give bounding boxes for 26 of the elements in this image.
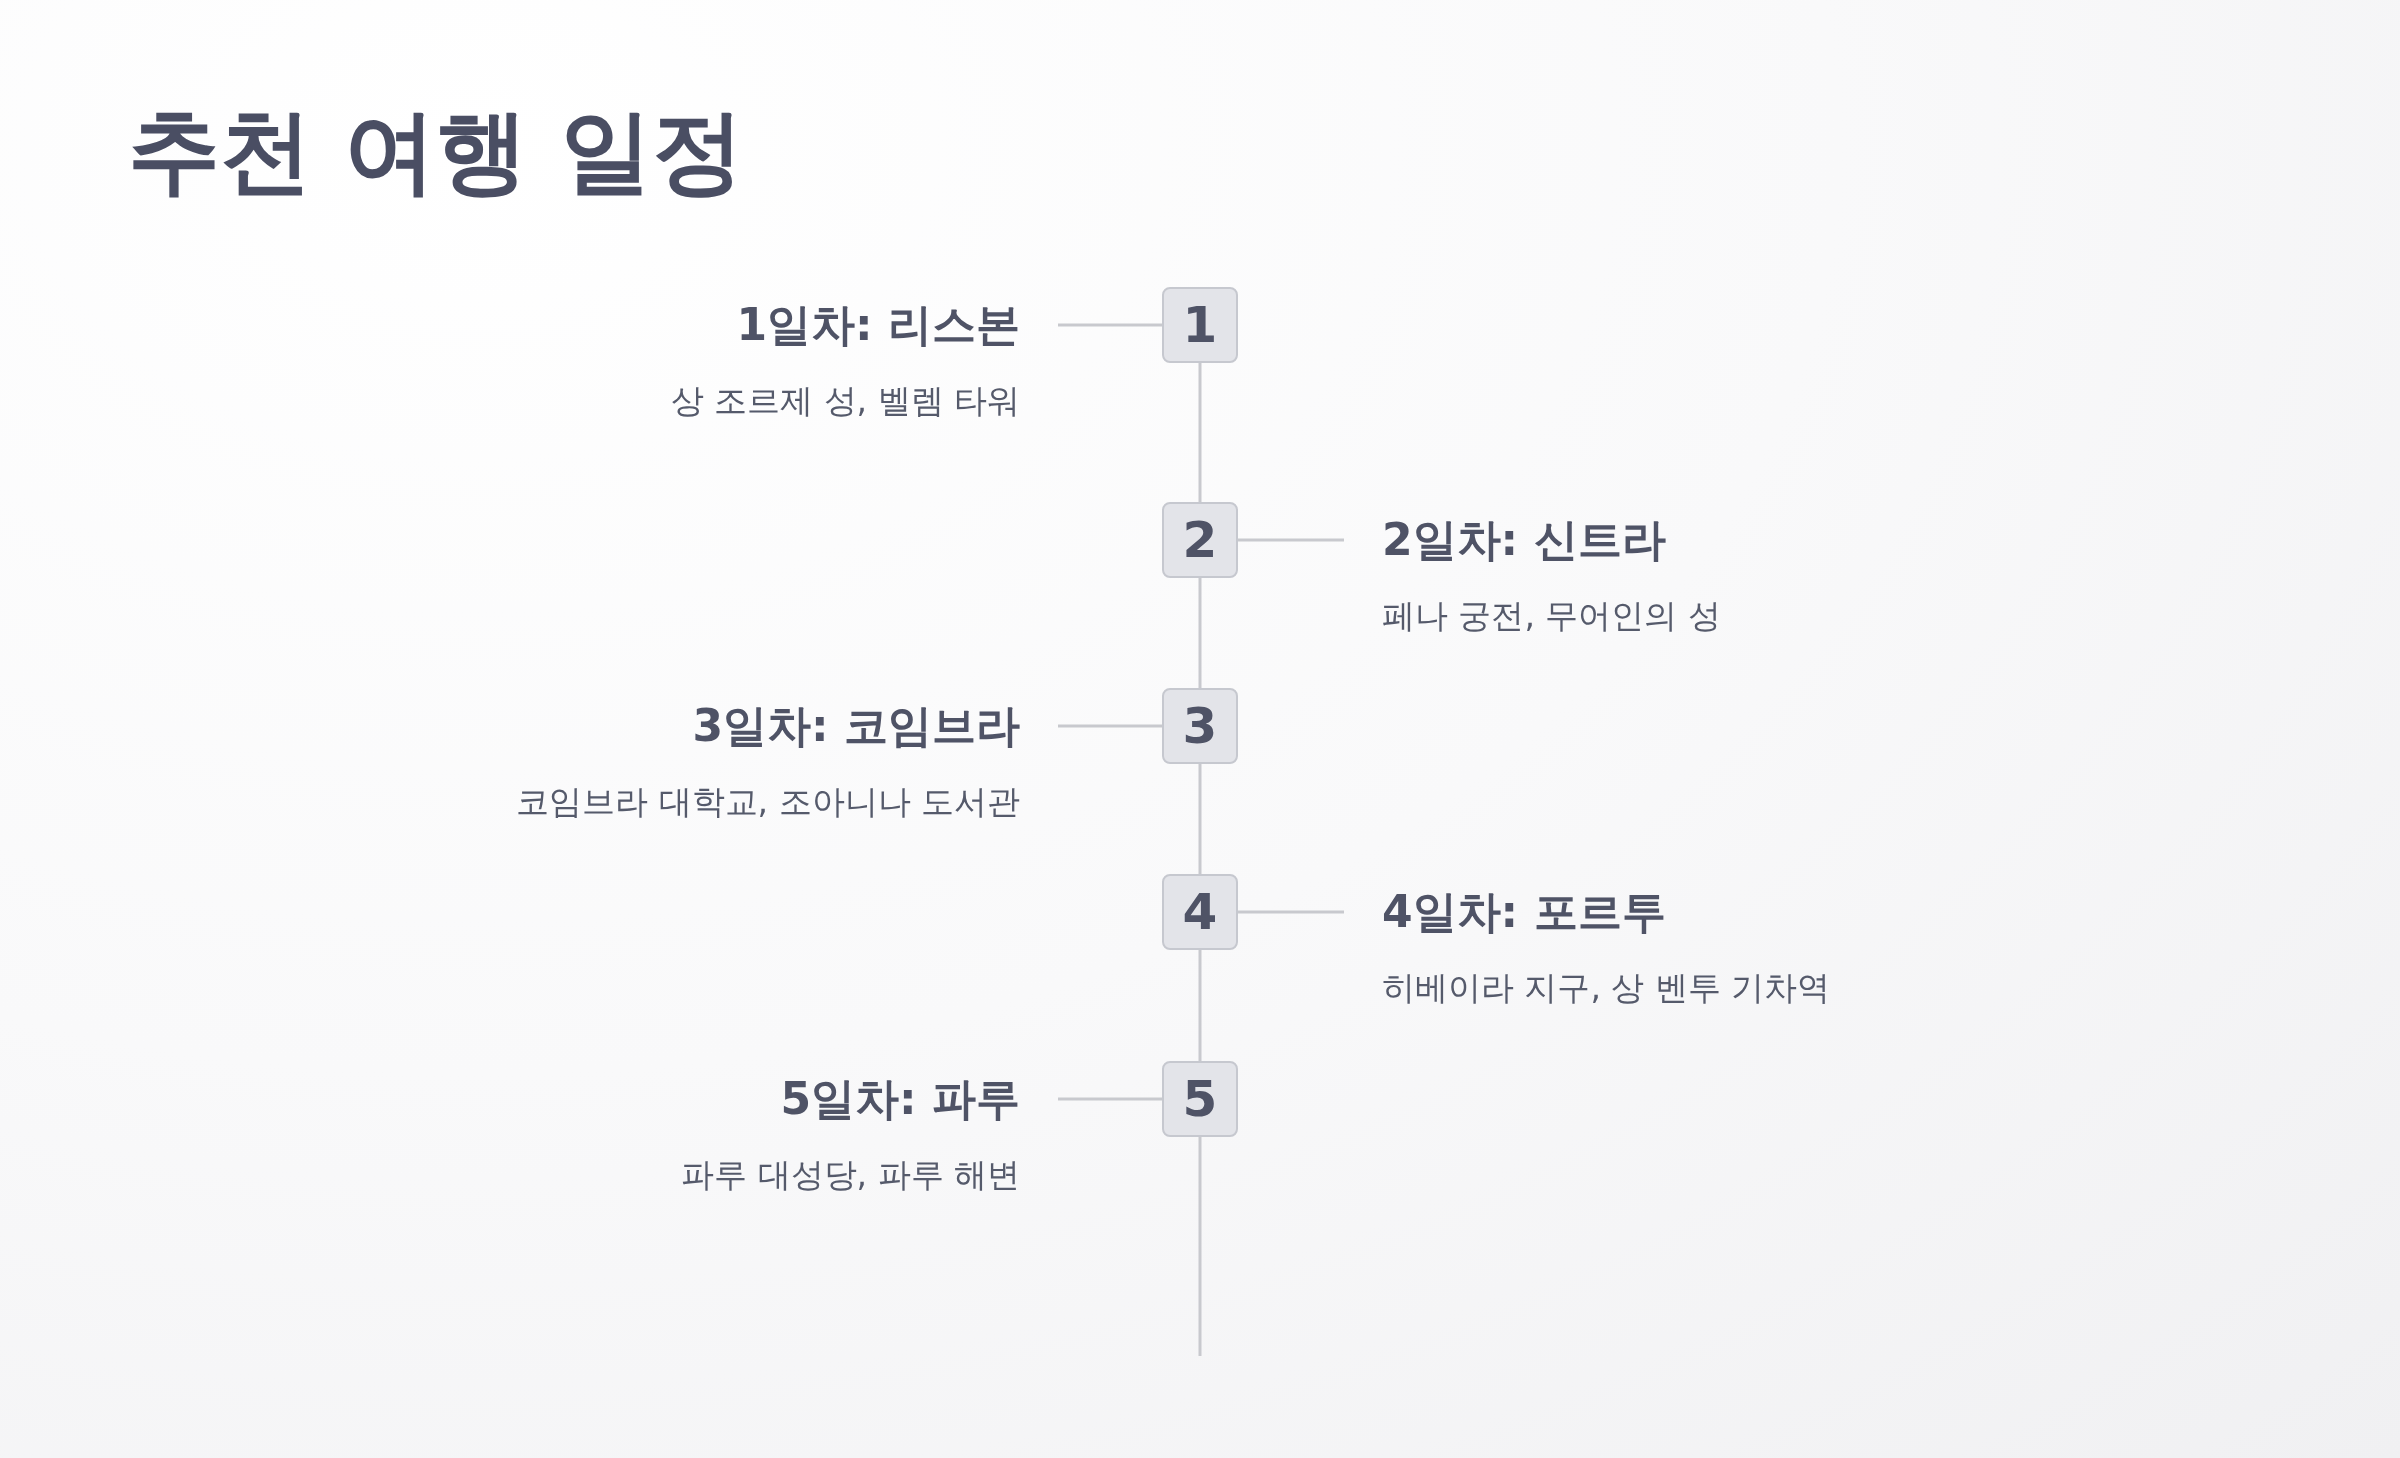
timeline-line [1198, 363, 1202, 502]
timeline-line [1198, 578, 1202, 688]
day-number-badge: 5 [1162, 1061, 1238, 1137]
timeline-line [1198, 764, 1202, 874]
timeline-line [1198, 950, 1202, 1061]
connector-line [1058, 323, 1162, 327]
connector-line [1058, 724, 1162, 728]
place-list: 히베이라 지구, 상 벤투 기차역 [1382, 963, 1831, 1013]
place-list: 파루 대성당, 파루 해변 [681, 1150, 1020, 1200]
day-number-badge: 4 [1162, 874, 1238, 950]
connector-line [1058, 1097, 1162, 1101]
day-number-badge: 2 [1162, 502, 1238, 578]
day-heading: 4일차: 포르투 [1382, 885, 1667, 939]
day-number-badge: 3 [1162, 688, 1238, 764]
day-number-badge: 1 [1162, 287, 1238, 363]
day-heading: 2일차: 신트라 [1382, 513, 1667, 567]
place-list: 코임브라 대학교, 조아니나 도서관 [516, 777, 1020, 827]
place-list: 상 조르제 성, 벨렘 타워 [670, 376, 1020, 426]
day-heading: 1일차: 리스본 [735, 298, 1020, 352]
day-heading: 3일차: 코임브라 [691, 699, 1020, 753]
day-heading: 5일차: 파루 [779, 1072, 1020, 1126]
connector-line [1238, 910, 1344, 914]
place-list: 페나 궁전, 무어인의 성 [1382, 591, 1721, 641]
connector-line [1238, 538, 1344, 542]
page-title: 추천 여행 일정 [128, 97, 745, 207]
timeline-line [1198, 1137, 1202, 1356]
